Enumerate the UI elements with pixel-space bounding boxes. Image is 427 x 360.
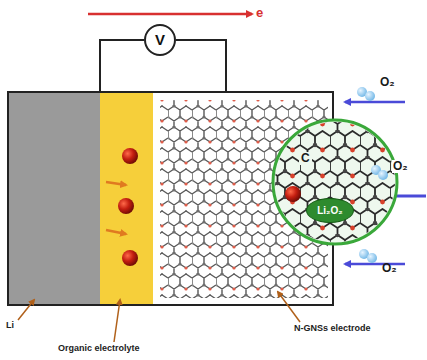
node-text: V xyxy=(155,32,165,49)
oxygen-label: O₂ xyxy=(392,160,409,173)
part-label: N-GNSs electrode xyxy=(294,324,371,334)
product-ellipse: Li₂O₂ xyxy=(306,198,354,223)
node-text: Li₂O₂ xyxy=(317,205,343,216)
voltmeter-circle: V xyxy=(144,24,177,57)
oxygen-label: O₂ xyxy=(382,262,397,275)
oxygen-label: O₂ xyxy=(380,76,395,89)
electron-label: e xyxy=(256,6,263,20)
part-label: Organic electrolyte xyxy=(58,344,140,354)
part-label: Li xyxy=(6,321,14,331)
carbon-label: C xyxy=(299,152,312,165)
